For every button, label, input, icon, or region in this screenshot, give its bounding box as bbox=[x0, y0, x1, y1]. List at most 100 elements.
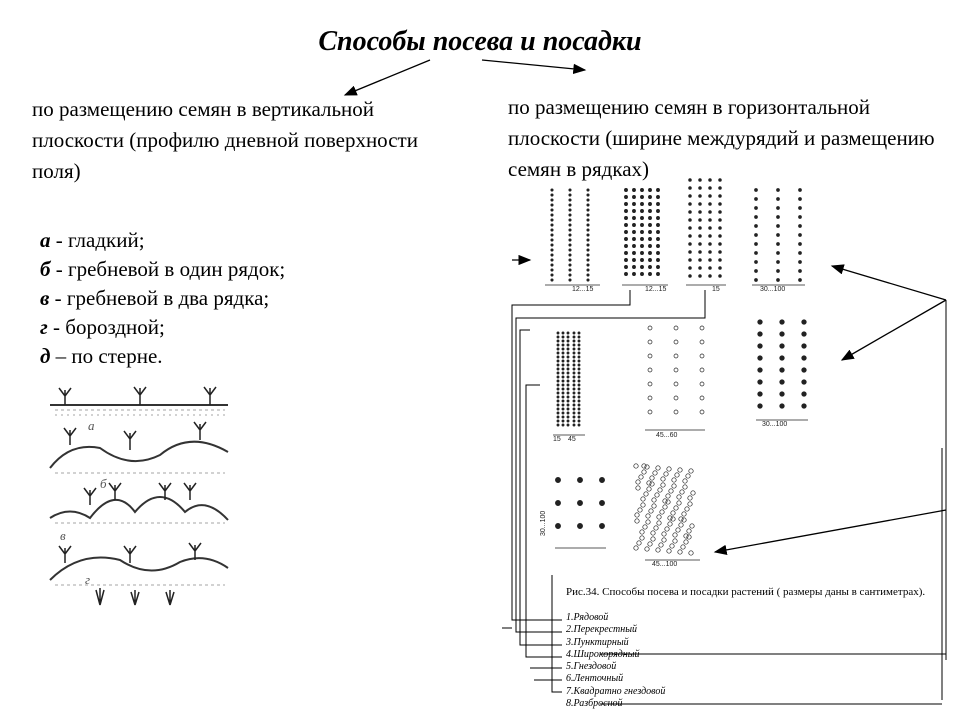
seed-dot-ribbon bbox=[566, 351, 570, 355]
seed-dot-ribbon bbox=[577, 359, 581, 363]
seed-dot-rowed bbox=[568, 198, 572, 202]
seed-dot-nest bbox=[801, 391, 807, 397]
seed-dot-broadcast bbox=[651, 497, 657, 503]
seed-dot-broadcast bbox=[679, 489, 685, 495]
seed-dot-broadcast bbox=[662, 504, 668, 510]
seed-dot-broadcast bbox=[687, 495, 693, 501]
seed-dot-ribbon bbox=[566, 339, 570, 343]
seed-dot-rowed bbox=[586, 228, 590, 232]
seed-dot-rowed bbox=[568, 223, 572, 227]
seed-dot-broadcast bbox=[686, 534, 692, 540]
seed-dot-broadcast bbox=[653, 525, 659, 531]
seed-dot-dotted bbox=[708, 234, 712, 238]
seed-dot-ribbon bbox=[556, 387, 560, 391]
seed-dot-broadcast bbox=[676, 494, 682, 500]
seed-dot-ribbon bbox=[556, 359, 560, 363]
dim-wide: 30...100 bbox=[760, 286, 785, 293]
seed-dot-wide bbox=[754, 278, 758, 282]
seed-dot-ribbon bbox=[556, 415, 560, 419]
seed-dot-dotted bbox=[708, 202, 712, 206]
seed-dot-rowed bbox=[550, 213, 554, 217]
seed-dot-broadcast bbox=[670, 516, 676, 522]
seed-dot-wide bbox=[798, 215, 802, 219]
seed-dot-wide bbox=[798, 269, 802, 273]
seed-dot-cross bbox=[624, 209, 628, 213]
seed-dot-dotted bbox=[718, 186, 722, 190]
dim-square: 30...100 bbox=[540, 511, 547, 536]
seed-dot-ribbon bbox=[577, 379, 581, 383]
seed-dot-ribbon bbox=[566, 343, 570, 347]
dim-rowed: 12...15 bbox=[572, 286, 594, 293]
seed-dot-wide bbox=[754, 251, 758, 255]
seed-dot-cross bbox=[648, 188, 652, 192]
seed-dot-nest bbox=[801, 331, 807, 337]
dim-ribbon: 45...60 bbox=[656, 432, 678, 439]
seed-dot-wide bbox=[798, 224, 802, 228]
method-item: 1.Рядовой bbox=[566, 612, 609, 623]
seed-dot-ribbon-wide bbox=[673, 395, 679, 401]
seed-dot-nest bbox=[779, 355, 785, 361]
seed-dot-broadcast bbox=[680, 544, 686, 550]
seed-dot-ribbon bbox=[577, 331, 581, 335]
method-item: 6.Ленточный bbox=[566, 673, 624, 685]
seed-dot-rowed bbox=[550, 273, 554, 277]
type-letter: г bbox=[40, 315, 48, 339]
seed-dot-cross bbox=[648, 272, 652, 276]
seed-dot-rowed bbox=[550, 233, 554, 237]
type-text: - гребневой в один рядок; bbox=[50, 257, 286, 281]
seed-dot-rowed bbox=[586, 218, 590, 222]
seed-dot-ribbon bbox=[556, 371, 560, 375]
seed-dot-nest bbox=[801, 403, 807, 409]
seed-dot-dotted bbox=[698, 242, 702, 246]
seed-dot-broadcast bbox=[685, 473, 691, 479]
seed-dot-wide bbox=[798, 242, 802, 246]
seed-dot-rowed bbox=[550, 218, 554, 222]
seed-dot-dotted bbox=[698, 202, 702, 206]
seed-dot-ribbon bbox=[566, 387, 570, 391]
seed-dot-ribbon bbox=[577, 383, 581, 387]
connector-lines bbox=[502, 290, 946, 705]
seed-dot-ribbon bbox=[556, 335, 560, 339]
seed-dot-cross bbox=[632, 265, 636, 269]
seed-dot-broadcast bbox=[667, 521, 673, 527]
seed-dot-cross bbox=[632, 209, 636, 213]
seed-dot-dotted bbox=[708, 226, 712, 230]
seed-dot-cross bbox=[632, 188, 636, 192]
seed-dot-broadcast bbox=[639, 529, 645, 535]
seed-dot-dotted bbox=[718, 202, 722, 206]
seed-dot-ribbon bbox=[577, 395, 581, 399]
seed-dot-broadcast bbox=[652, 470, 658, 476]
seed-dot-rowed bbox=[550, 238, 554, 242]
seed-dot-broadcast bbox=[646, 486, 652, 492]
seed-dot-cross bbox=[640, 244, 644, 248]
seed-dot-ribbon bbox=[561, 395, 565, 399]
seed-dot-wide bbox=[754, 260, 758, 264]
seed-dot-nest bbox=[757, 391, 763, 397]
seed-dot-ribbon-wide bbox=[699, 367, 705, 373]
seed-dot-cross bbox=[656, 223, 660, 227]
seed-dot-nest bbox=[801, 343, 807, 349]
seed-dot-rowed bbox=[550, 253, 554, 257]
seed-dot-broadcast bbox=[664, 526, 670, 532]
seed-dot-broadcast bbox=[658, 542, 664, 548]
seed-dot-broadcast bbox=[650, 536, 656, 542]
seed-dot-ribbon bbox=[561, 351, 565, 355]
seed-dot-broadcast bbox=[682, 478, 688, 484]
seed-dot-cross bbox=[648, 195, 652, 199]
seed-dot-ribbon bbox=[561, 335, 565, 339]
seed-dot-broadcast bbox=[678, 516, 684, 522]
seed-dot-ribbon bbox=[556, 379, 560, 383]
seed-dot-ribbon bbox=[561, 379, 565, 383]
seed-dot-rowed bbox=[568, 218, 572, 222]
seed-dot-broadcast bbox=[681, 511, 687, 517]
seed-dot-broadcast bbox=[638, 474, 644, 480]
seed-dot-broadcast bbox=[668, 488, 674, 494]
seed-dot-ribbon bbox=[561, 363, 565, 367]
seed-dot-cross bbox=[656, 251, 660, 255]
seed-dot-cross bbox=[632, 202, 636, 206]
seed-dot-nest bbox=[779, 379, 785, 385]
seed-dot-broadcast bbox=[635, 479, 641, 485]
seed-dot-ribbon bbox=[556, 375, 560, 379]
seed-dot-cross bbox=[632, 244, 636, 248]
seed-dot-cross bbox=[648, 251, 652, 255]
